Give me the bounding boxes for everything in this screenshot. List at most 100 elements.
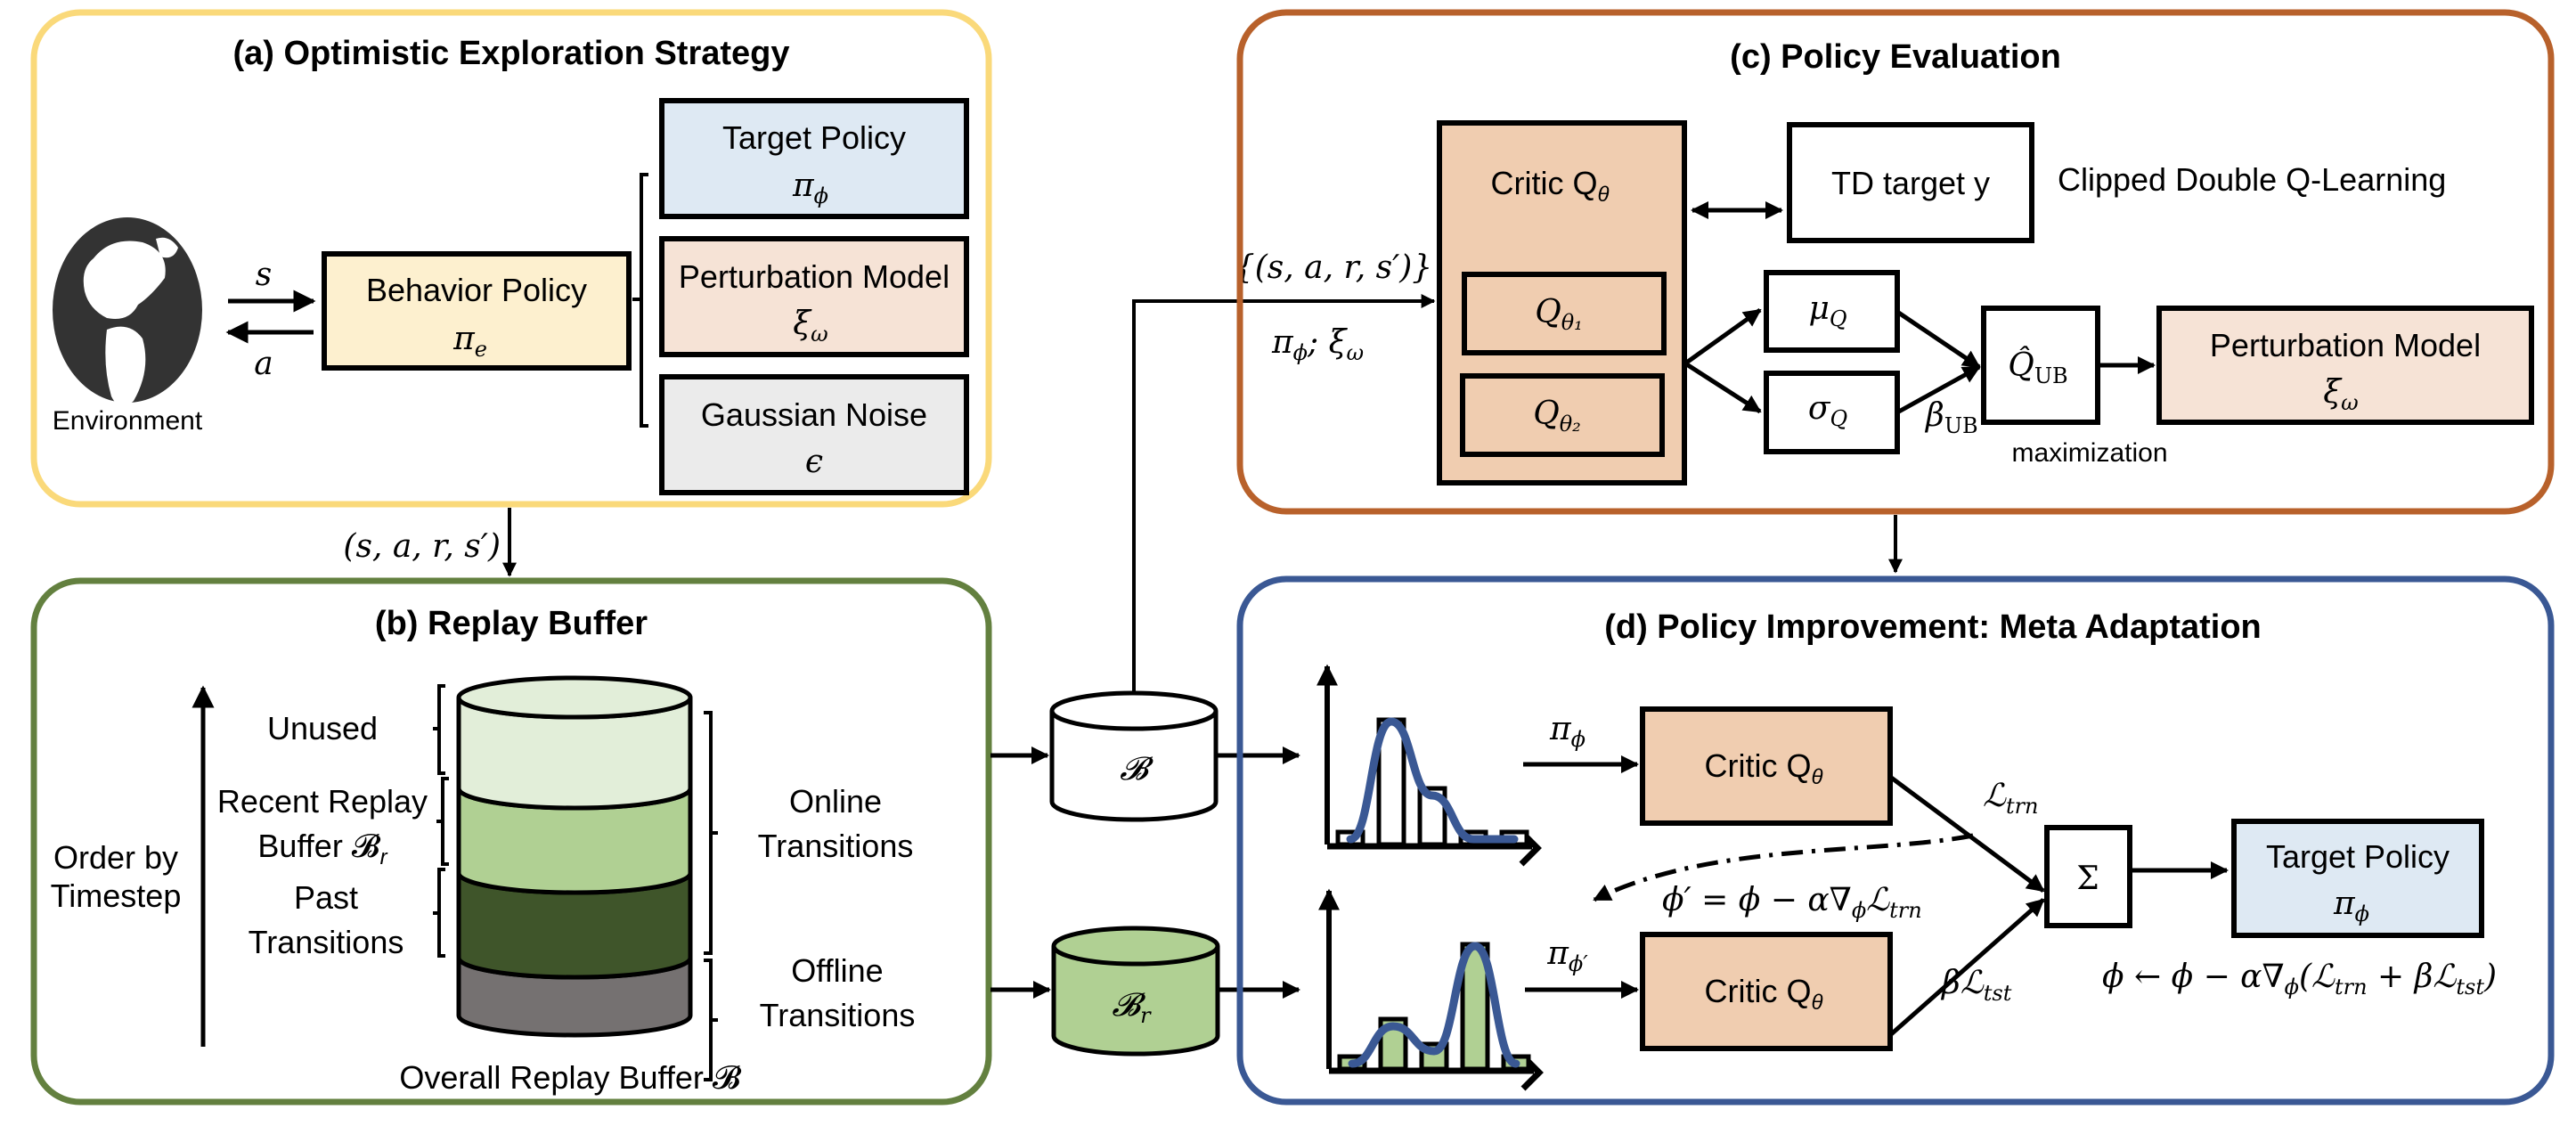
td-target-box[interactable]: TD target y — [1787, 122, 2034, 243]
critic-to-mu-arrow — [1683, 307, 1762, 366]
perturbation-model-label-c: Perturbation Model — [2210, 327, 2481, 363]
target-policy-box-d[interactable]: Target Policy πϕ — [2231, 819, 2484, 938]
histogram-online — [1317, 664, 1542, 867]
behavior-policy-label: Behavior Policy — [366, 272, 587, 308]
panel-c-title: (c) Policy Evaluation — [1730, 38, 2061, 76]
online-label-1: Online — [789, 783, 882, 820]
panel-d-border — [1236, 575, 2555, 1106]
online-bracket — [704, 711, 718, 955]
b-to-critic-arrow — [1132, 294, 1436, 693]
past-label-1: Past — [294, 879, 358, 916]
panel-b-border — [30, 577, 992, 1106]
density-curve — [1348, 942, 1520, 1068]
online-label-2: Transitions — [758, 828, 914, 864]
buffer-br-cylinder[interactable]: 𝓑r — [1051, 926, 1220, 1057]
sum-symbol: Σ — [2076, 861, 2099, 897]
update-equation: ϕ ← ϕ − α∇ϕ(ℒtrn + βℒtst) — [2102, 959, 2497, 1000]
maximization-label: maximization — [2011, 438, 2167, 468]
order-label-2: Timestep — [51, 877, 182, 914]
panel-c-policy-evaluation: (c) Policy Evaluation Critic Qθ Qθ₁ Qθ₂ … — [1236, 9, 2555, 515]
offline-label-2: Transitions — [760, 997, 916, 1033]
sigma-label: σQ — [1808, 390, 1847, 431]
panel-a-border — [30, 9, 992, 508]
buffer-br-label: 𝓑r — [1112, 987, 1152, 1028]
sigma-box[interactable]: σQ — [1764, 371, 1900, 454]
mu-label: μQ — [1808, 290, 1846, 331]
critic-top-label: Critic Qθ — [1704, 747, 1822, 789]
panel-b-title: (b) Replay Buffer — [375, 605, 648, 642]
q2-label: Qθ₂ — [1533, 396, 1581, 437]
gaussian-noise-symbol: ϵ — [805, 444, 823, 480]
panel-a-title: (a) Optimistic Exploration Strategy — [233, 35, 790, 72]
action-label: a — [254, 346, 273, 382]
mu-to-qub-arrow — [1895, 309, 1981, 370]
target-policy-symbol-d: πϕ — [2333, 885, 2369, 926]
offline-bracket — [704, 959, 718, 1081]
q2-box[interactable]: Qθ₂ — [1460, 373, 1665, 457]
critic-box-d-bottom[interactable]: Critic Qθ — [1640, 932, 1893, 1051]
perturbation-model-symbol-c: ξω — [2323, 374, 2358, 415]
globe-icon — [53, 217, 202, 407]
replay-buffer-cylinder — [456, 675, 693, 1038]
sigma-to-qub-arrow — [1895, 364, 1981, 415]
td-target-label: TD target y — [1831, 165, 1990, 201]
link-a-to-b-label: (s, a, r, s′) — [343, 528, 501, 565]
panel-d-title: (d) Policy Improvement: Meta Adaptation — [1604, 608, 2262, 646]
pi-bottom-label: πϕ′ — [1546, 935, 1588, 976]
q1-label: Qθ₁ — [1535, 294, 1583, 335]
past-label-2: Transitions — [249, 924, 404, 960]
perturbation-model-box-a[interactable]: Perturbation Model ξω — [659, 236, 969, 357]
panel-d-policy-improvement: (d) Policy Improvement: Meta Adaptation … — [1236, 575, 2555, 1106]
target-policy-label-a: Target Policy — [722, 119, 906, 156]
policy-bracket — [632, 173, 648, 428]
order-label-1: Order by — [53, 839, 178, 876]
perturbation-model-box-c[interactable]: Perturbation Model ξω — [2156, 306, 2534, 425]
beta-ub-label: βUB — [1924, 397, 1978, 438]
target-policy-label-d: Target Policy — [2266, 838, 2450, 875]
panel-b-replay-buffer: (b) Replay Buffer Order by Timestep Unus… — [30, 577, 992, 1106]
ltst-label: βℒtst — [1940, 965, 2012, 1006]
panel-c-border — [1236, 9, 2555, 515]
gaussian-noise-label: Gaussian Noise — [701, 396, 927, 433]
density-curve — [1346, 717, 1519, 844]
environment-label: Environment — [53, 406, 203, 436]
overall-buffer-label: Overall Replay Buffer 𝓑 — [399, 1059, 741, 1096]
gaussian-noise-box[interactable]: Gaussian Noise ϵ — [659, 374, 969, 495]
recent-label-2: Buffer 𝓑r — [257, 828, 387, 869]
q-ub-box[interactable]: Q̂UB — [1981, 306, 2100, 425]
critic-bottom-label: Critic Qθ — [1704, 973, 1822, 1015]
link-to-c-top: {(s, a, r, s′)} — [1235, 249, 1432, 286]
recent-bracket — [436, 777, 449, 866]
histogram-offline — [1318, 888, 1544, 1091]
link-to-c-bottom: πϕ; ξω — [1271, 324, 1364, 365]
ltst-arrow — [1888, 898, 2045, 1037]
past-bracket — [433, 868, 445, 958]
sum-box[interactable]: Σ — [2044, 825, 2132, 928]
critic-to-sigma-arrow — [1683, 361, 1762, 414]
mu-box[interactable]: μQ — [1764, 270, 1900, 353]
q1-box[interactable]: Qθ₁ — [1462, 272, 1667, 355]
target-policy-symbol-a: πϕ — [792, 167, 828, 208]
ltrn-arrow — [1888, 774, 2045, 893]
target-policy-box-a[interactable]: Target Policy πϕ — [659, 98, 969, 219]
unused-label: Unused — [267, 710, 378, 747]
panel-a-exploration: (a) Optimistic Exploration Strategy Envi… — [30, 9, 992, 508]
perturbation-model-label-a: Perturbation Model — [679, 258, 950, 295]
q-ub-label: Q̂UB — [2008, 346, 2067, 388]
clipped-double-q-label: Clipped Double Q-Learning — [2058, 161, 2446, 198]
buffer-b-cylinder[interactable]: 𝓑 — [1049, 690, 1219, 822]
critic-box-d-top[interactable]: Critic Qθ — [1640, 706, 1893, 826]
behavior-policy-box[interactable]: Behavior Policy πe — [322, 251, 632, 371]
critic-label-c: Critic Qθ — [1490, 165, 1609, 207]
buffer-b-label: 𝓑 — [1120, 751, 1153, 787]
recent-label-1: Recent Replay — [217, 783, 428, 820]
offline-label-1: Offline — [791, 952, 883, 989]
phi-prime-equation: ϕ′ = ϕ − α∇ϕℒtrn — [1662, 882, 1922, 923]
cylinder-top — [456, 675, 693, 720]
perturbation-model-symbol-a: ξω — [793, 306, 827, 347]
ltrn-label: ℒtrn — [1983, 778, 2039, 819]
unused-bracket — [433, 684, 445, 775]
pi-top-label: πϕ — [1549, 711, 1586, 752]
meta-update-dashed-arrow — [1593, 833, 1974, 902]
